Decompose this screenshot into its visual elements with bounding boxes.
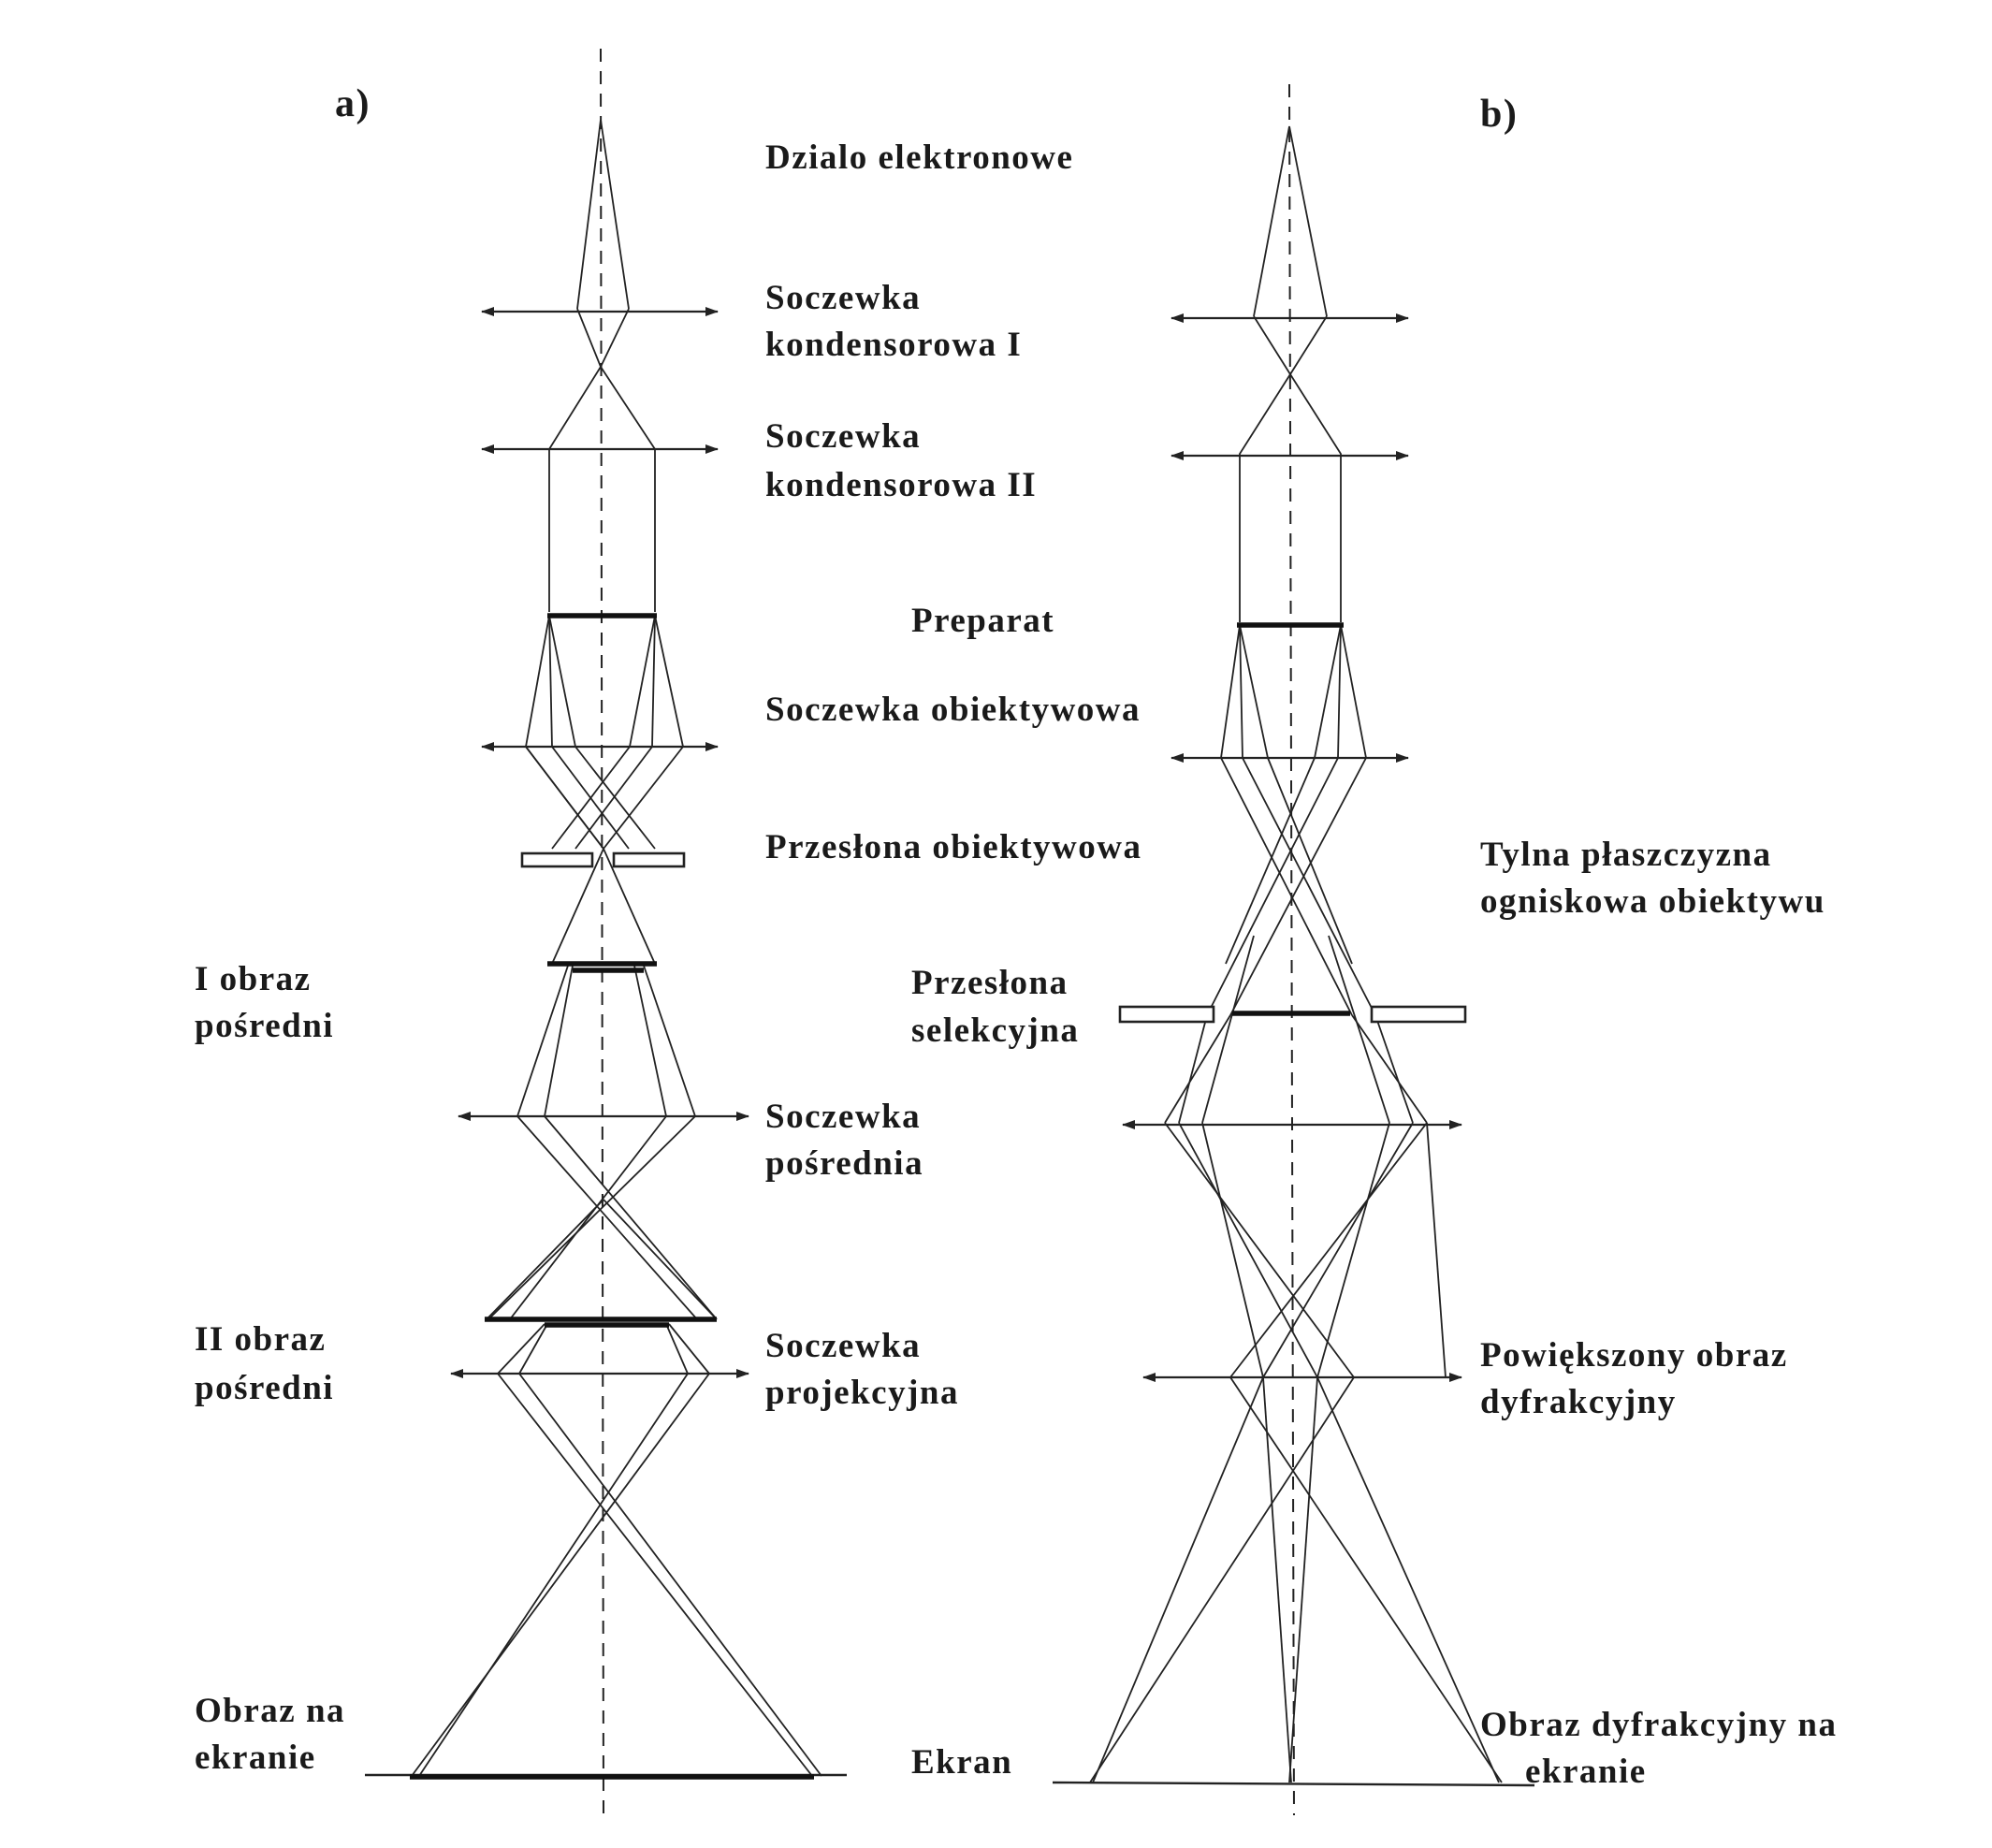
label-first-intermediate-line1: I obraz [195, 960, 312, 998]
label-condenser-1-line2: kondensorowa I [765, 326, 1022, 364]
label-condenser-2-line2: kondensorowa II [765, 466, 1037, 504]
rays-projector-a [411, 1323, 822, 1777]
label-second-intermediate-line1: II obraz [195, 1320, 326, 1359]
optical-axis-a [600, 48, 604, 1816]
label-electron-gun: Dzialo elektronowe [765, 138, 1073, 177]
label-magnified-diffraction-line2: dyfrakcyjny [1480, 1383, 1677, 1421]
panel-a-imaging [365, 48, 847, 1816]
label-selected-area-aperture-line1: Przesłona [911, 964, 1069, 1002]
label-diffraction-on-screen-line1: Obraz dyfrakcyjny na [1480, 1706, 1838, 1744]
panel-label-b: b) [1480, 93, 1518, 136]
selected-area-aperture-left-b [1118, 1005, 1215, 1024]
rays-intermediate-a [487, 965, 718, 1320]
selected-area-aperture-right-b [1370, 1005, 1467, 1024]
label-projector-lens-line2: projekcyjna [765, 1374, 959, 1412]
label-second-intermediate-line2: pośredni [195, 1369, 334, 1407]
rays-objective-b [1164, 624, 1428, 1124]
label-first-intermediate-line2: pośredni [195, 1007, 334, 1045]
label-condenser-1-line1: Soczewka [765, 279, 921, 317]
rays-intermediate-b [1164, 1122, 1447, 1378]
label-objective-lens: Soczewka obiektywowa [765, 691, 1141, 729]
objective-aperture-right-a [612, 851, 686, 868]
label-projector-lens-line1: Soczewka [765, 1327, 921, 1365]
label-intermediate-lens-line2: pośrednia [765, 1144, 923, 1183]
panel-label-a: a) [335, 82, 371, 125]
label-intermediate-lens-line1: Soczewka [765, 1098, 921, 1136]
objective-aperture-left-a [520, 851, 594, 868]
screen-line-b [1052, 1781, 1535, 1787]
label-objective-aperture: Przesłona obiektywowa [765, 828, 1142, 866]
label-back-focal-plane-line1: Tylna płaszczyzna [1480, 836, 1772, 874]
label-specimen: Preparat [911, 602, 1054, 640]
label-magnified-diffraction-line1: Powiększony obraz [1480, 1336, 1788, 1375]
label-condenser-2-line1: Soczewka [765, 417, 921, 456]
rays-specimen-objective-a [525, 615, 684, 965]
label-image-on-screen-line1: Obraz na [195, 1692, 345, 1730]
label-selected-area-aperture-line2: selekcyjna [911, 1011, 1079, 1050]
label-back-focal-plane-line2: ogniskowa obiektywu [1480, 882, 1825, 921]
label-diffraction-on-screen-line2: ekranie [1525, 1753, 1647, 1791]
label-screen: Ekran [911, 1743, 1012, 1782]
optical-axis-b [1288, 83, 1295, 1816]
panel-b-diffraction [1052, 83, 1535, 1816]
label-image-on-screen-line2: ekranie [195, 1739, 316, 1777]
rays-projector-b [1089, 1376, 1503, 1783]
